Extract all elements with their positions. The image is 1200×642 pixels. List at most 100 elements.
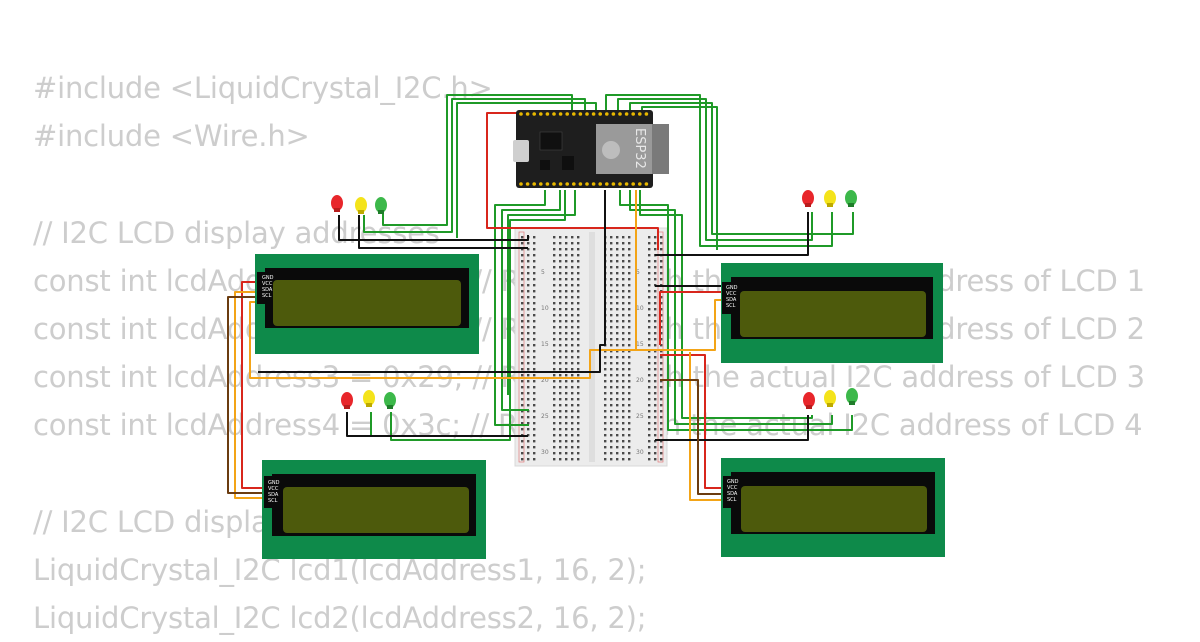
led-yellow[interactable] xyxy=(363,390,375,407)
wire-green[interactable] xyxy=(363,98,586,233)
breadboard-hole xyxy=(553,362,556,365)
breadboard-hole xyxy=(628,374,631,377)
breadboard-hole xyxy=(610,356,613,359)
breadboard-hole xyxy=(648,428,651,431)
lcd-display-1[interactable]: GND VCC SDA SCL xyxy=(255,254,479,354)
breadboard-hole xyxy=(527,314,530,317)
breadboard-hole xyxy=(648,260,651,263)
breadboard-hole xyxy=(565,332,568,335)
breadboard-hole xyxy=(660,266,663,269)
breadboard-hole xyxy=(521,332,524,335)
wire-green[interactable] xyxy=(382,94,573,226)
breadboard-hole xyxy=(610,440,613,443)
esp32-pin xyxy=(532,112,536,116)
breadboard[interactable]: 5 10 15 20 25 30 5 10 15 20 25 30 xyxy=(514,227,668,467)
breadboard-hole xyxy=(616,302,619,305)
breadboard-hole xyxy=(648,368,651,371)
lcd-pin-label: SDA xyxy=(268,492,279,498)
breadboard-hole xyxy=(628,368,631,371)
breadboard-hole xyxy=(628,380,631,383)
lcd-display-2[interactable]: GND VCC SDA SCL xyxy=(721,263,943,363)
wire-green[interactable] xyxy=(507,190,576,395)
breadboard-hole xyxy=(604,392,607,395)
led-red[interactable] xyxy=(803,392,815,409)
wire-orange[interactable] xyxy=(234,291,268,499)
esp32-board[interactable]: ESP32 xyxy=(513,110,669,188)
wire-red[interactable] xyxy=(660,354,727,489)
wire-black[interactable] xyxy=(660,379,727,495)
led-green[interactable] xyxy=(846,388,858,405)
wire-green[interactable] xyxy=(456,102,597,238)
wire-black[interactable] xyxy=(338,215,529,241)
led-yellow[interactable] xyxy=(824,190,836,207)
wire-green[interactable] xyxy=(641,106,718,250)
esp32-pin xyxy=(618,112,622,116)
breadboard-hole xyxy=(527,446,530,449)
esp32-pin xyxy=(565,182,569,186)
wire-black[interactable] xyxy=(227,296,268,494)
breadboard-hole xyxy=(533,278,536,281)
code-editor-text: #include <LiquidCrystal_I2C.h>#include <… xyxy=(33,64,1145,642)
led-red[interactable] xyxy=(341,392,353,409)
wire-red[interactable] xyxy=(486,112,659,250)
breadboard-hole xyxy=(527,248,530,251)
wire-green[interactable] xyxy=(494,190,546,426)
wire-black[interactable] xyxy=(358,215,528,249)
breadboard-hole xyxy=(648,296,651,299)
wire-green[interactable] xyxy=(629,190,833,425)
lcd-pin-label: GND xyxy=(262,275,274,281)
wire-green[interactable] xyxy=(619,190,853,431)
led-green[interactable] xyxy=(375,197,387,214)
lcd-display-3[interactable]: GND VCC SDA SCL xyxy=(262,460,486,559)
wire-green[interactable] xyxy=(629,102,854,235)
breadboard-hole xyxy=(559,284,562,287)
breadboard-hole xyxy=(533,302,536,305)
breadboard-hole xyxy=(521,458,524,461)
breadboard-hole xyxy=(660,326,663,329)
breadboard-hole xyxy=(521,398,524,401)
breadboard-hole xyxy=(628,350,631,353)
led-yellow[interactable] xyxy=(355,197,367,214)
breadboard-hole xyxy=(571,380,574,383)
breadboard-hole xyxy=(610,326,613,329)
wire-black[interactable] xyxy=(346,412,528,437)
breadboard-hole xyxy=(622,410,625,413)
wire-green[interactable] xyxy=(617,98,813,241)
breadboard-hole xyxy=(553,308,556,311)
wire-black[interactable] xyxy=(258,190,606,373)
breadboard-hole xyxy=(565,380,568,383)
breadboard-hole xyxy=(648,356,651,359)
breadboard-hole xyxy=(559,278,562,281)
led-red[interactable] xyxy=(802,190,814,207)
led-red[interactable] xyxy=(331,195,343,212)
breadboard-hole xyxy=(533,290,536,293)
wire-orange[interactable] xyxy=(630,299,723,351)
breadboard-hole xyxy=(628,338,631,341)
breadboard-hole xyxy=(559,392,562,395)
wire-green[interactable] xyxy=(605,94,833,247)
led-yellow[interactable] xyxy=(824,390,836,407)
breadboard-hole xyxy=(553,440,556,443)
wire-red[interactable] xyxy=(659,291,723,345)
wire-black[interactable] xyxy=(655,415,809,441)
breadboard-hole xyxy=(571,332,574,335)
wire-orange[interactable] xyxy=(689,352,727,501)
breadboard-hole xyxy=(648,242,651,245)
wire-green[interactable] xyxy=(639,190,813,419)
breadboard-hole xyxy=(660,302,663,305)
breadboard-hole xyxy=(648,290,651,293)
breadboard-hole xyxy=(559,290,562,293)
wire-red[interactable] xyxy=(241,281,268,489)
breadboard-hole xyxy=(610,452,613,455)
breadboard-hole xyxy=(571,386,574,389)
breadboard-hole xyxy=(648,458,651,461)
lcd-display-4[interactable]: GND VCC SDA SCL xyxy=(721,458,945,557)
breadboard-hole xyxy=(660,428,663,431)
breadboard-hole xyxy=(648,374,651,377)
led-green[interactable] xyxy=(845,190,857,207)
breadboard-hole xyxy=(521,416,524,419)
wire-black[interactable] xyxy=(655,212,809,256)
led-green[interactable] xyxy=(384,392,396,409)
breadboard-hole xyxy=(559,308,562,311)
breadboard-hole xyxy=(660,422,663,425)
